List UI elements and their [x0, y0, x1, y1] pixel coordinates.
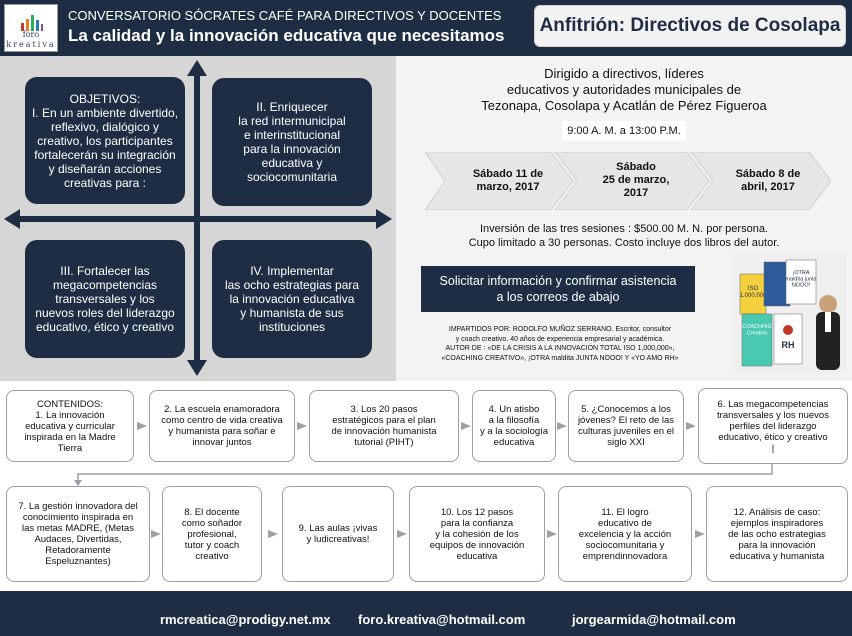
book-rh-title: RH: [782, 340, 795, 350]
content-card-11: 11. El logro educativo de excelencia y l…: [558, 486, 692, 582]
date-chevron-2: [554, 152, 710, 210]
content-card-9: 9. Las aulas ¡vivas y ludicreativas!: [282, 486, 394, 582]
content-card-10: 10. Los 12 pasos para la confianza y la …: [409, 486, 545, 582]
request-info-banner: Solicitar información y confirmar asiste…: [421, 266, 695, 312]
email-link-1[interactable]: rmcreatica@prodigy.net.mx: [160, 612, 331, 627]
investment-text: Inversión de las tres sesiones : $500.00…: [468, 223, 780, 249]
connector-arrow-icon: [461, 422, 471, 430]
content-card-6: 6. Las megacompetencias transversales y …: [698, 388, 848, 464]
content-card-5: 5. ¿Conocemos a los jóvenes? El reto de …: [568, 390, 684, 462]
connector-arrow-icon: [297, 422, 307, 430]
connector-arrow-icon: [137, 422, 147, 430]
audience-text: Dirigido a directivos, líderes educativo…: [481, 66, 767, 113]
content-card-2: 2. La escuela enamoradora como centro de…: [149, 390, 295, 462]
objective-3: III. Fortalecer las megacompetencias tra…: [25, 240, 185, 358]
content-card-3: 3. Los 20 pasos estratégicos para el pla…: [309, 390, 459, 462]
row-wrap-connector-icon: [74, 464, 773, 486]
email-link-3[interactable]: jorgearmida@hotmail.com: [572, 612, 736, 627]
connector-arrow-icon: [547, 530, 557, 538]
objective-4: IV. Implementar las ocho estrategias par…: [212, 240, 372, 358]
event-series-title: CONVERSATORIO SÓCRATES CAFÉ PARA DIRECTI…: [68, 8, 502, 23]
host-banner: Anfitrión: Directivos de Cosolapa: [534, 5, 846, 47]
connector-arrow-icon: [397, 530, 407, 538]
imparted-by-text: IMPARTIDOS POR: RODOLFO MUÑOZ SERRANO. E…: [441, 326, 679, 362]
header-bar: foro kreativa CONVERSATORIO SÓCRATES CAF…: [0, 0, 852, 56]
objective-1: OBJETIVOS: I. En un ambiente divertido, …: [25, 77, 185, 204]
schedule-time: 9:00 A. M. a 13:00 P.M.: [562, 121, 686, 141]
objective-2: II. Enriquecer la red intermunicipal e i…: [212, 78, 372, 206]
content-card-7: 7. La gestión innovadora del conocimient…: [6, 486, 150, 582]
date-chevron-3: [690, 152, 831, 210]
email-link-2[interactable]: foro.kreativa@hotmail.com: [358, 612, 526, 627]
content-card-4: 4. Un atisbo a la filosofía y a la socio…: [472, 390, 556, 462]
logo-bars-icon: [21, 15, 43, 31]
cross-arrows-icon: [4, 60, 392, 376]
logo: foro kreativa: [4, 4, 58, 52]
content-card-1: CONTENIDOS: 1. La innovación educativa y…: [6, 390, 134, 462]
date-3: Sábado 8 de abril, 2017: [735, 168, 801, 193]
date-chevron-1: [425, 152, 574, 210]
date-2: Sábado 25 de marzo, 2017: [602, 161, 670, 199]
logo-text-top: foro: [22, 30, 40, 39]
dates-chevrons: [425, 152, 831, 210]
connector-arrow-icon: [695, 530, 705, 538]
content-card-8: 8. El docente como soñador profesional, …: [162, 486, 262, 582]
connector-arrow-icon: [151, 530, 161, 538]
connector-arrow-icon: [268, 530, 278, 538]
footer-bar: rmcreatica@prodigy.net.mx foro.kreativa@…: [0, 591, 852, 636]
connector-arrow-icon: [557, 422, 567, 430]
connector-arrow-icon: [686, 422, 696, 430]
content-card-12: 12. Análisis de caso: ejemplos inspirado…: [706, 486, 848, 582]
logo-text-bottom: kreativa: [6, 40, 56, 49]
event-main-title: La calidad y la innovación educativa que…: [68, 26, 505, 45]
date-1: Sábado 11 de marzo, 2017: [472, 168, 544, 193]
